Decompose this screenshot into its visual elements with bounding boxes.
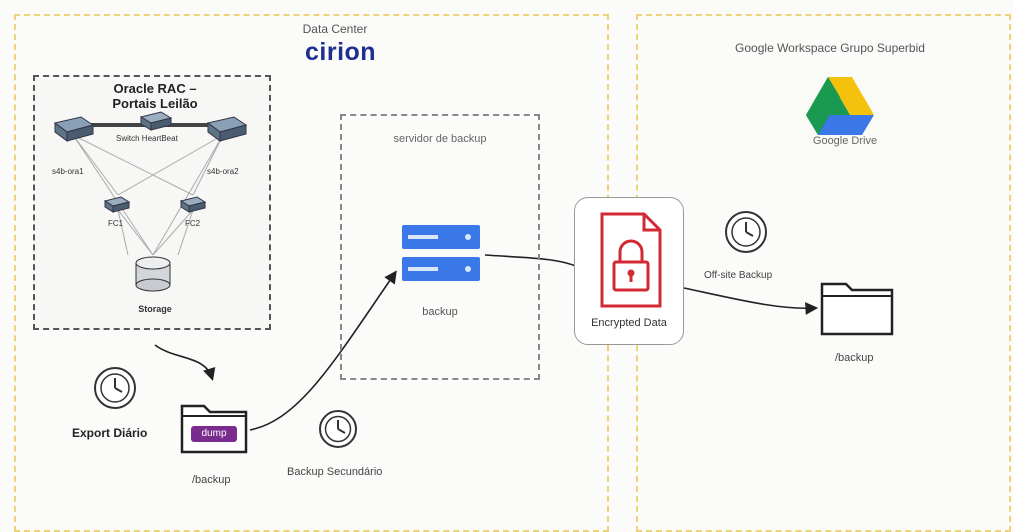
encrypted-file-lock-icon [600,212,662,308]
datacenter-title: Data Center [302,22,368,36]
export-clock-icon [94,367,136,409]
backup-server-title: servidor de backup [393,133,487,145]
offsite-clock-icon [725,211,767,253]
backup-secundario-label: Backup Secundário [287,466,383,478]
google-drive-icon [806,77,874,135]
storage-label: Storage [138,304,172,314]
backup-server-box [340,114,540,380]
fc1-label: FC1 [108,219,124,228]
backup-server-label: backup [422,306,458,318]
offsite-folder-icon [820,282,894,336]
heartbeat-switch-icon [139,111,173,131]
server-node-2-icon [206,116,248,142]
line-backup-to-encrypted [484,254,581,269]
arrow-rac-to-export [154,344,216,382]
arrow-export-to-backup [249,270,397,431]
offsite-backup-label: Off-site Backup [704,270,773,281]
server-node-1-icon [53,116,95,142]
dump-badge: dump [191,426,237,442]
node2-label: s4b-ora2 [207,167,239,176]
arrow-encrypted-to-offsite [683,287,819,315]
cirion-logo: cirion [305,38,377,66]
export-path-label: /backup [192,474,231,486]
export-diario-label: Export Diário [72,426,148,440]
fc2-switch-icon [179,196,207,213]
backup-server-icon [402,225,480,281]
encrypted-data-label: Encrypted Data [591,317,667,329]
fc2-label: FC2 [185,219,201,228]
switch-heartbeat-label: Switch HeartBeat [116,134,178,143]
rac-topology [53,111,248,292]
offsite-path-label: /backup [835,352,874,364]
fc1-switch-icon [103,196,131,213]
secondary-clock-icon [319,410,357,448]
node1-label: s4b-ora1 [52,167,84,176]
google-workspace-title: Google Workspace Grupo Superbid [735,41,925,55]
google-drive-label: Google Drive [812,135,878,147]
storage-icon [135,256,171,292]
oracle-rac-title: Oracle RAC – Portais Leilão [112,81,198,111]
